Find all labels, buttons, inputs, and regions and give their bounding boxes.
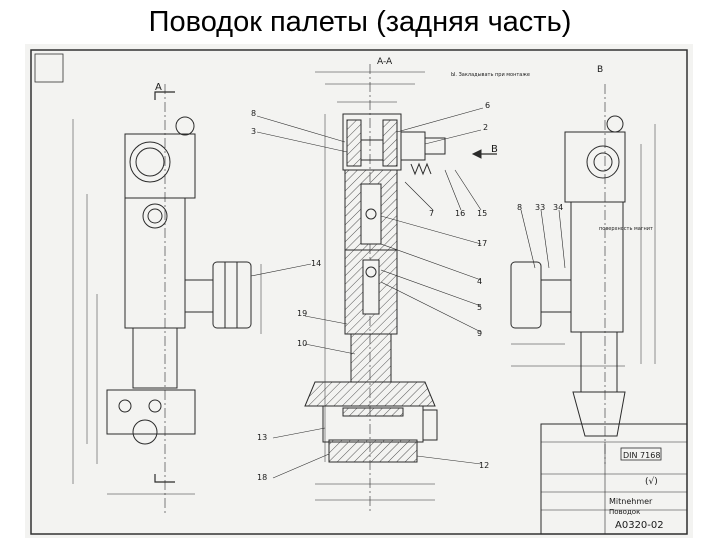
title-block xyxy=(540,423,688,535)
callout: 5 xyxy=(477,303,482,312)
callout: 12 xyxy=(479,461,489,470)
callout: 4 xyxy=(477,277,482,286)
callout: 9 xyxy=(477,329,482,338)
front-view-label: A xyxy=(155,82,162,93)
side-view-label: B xyxy=(597,65,603,75)
callout: 8 xyxy=(517,203,522,212)
callout: 16 xyxy=(455,209,465,218)
revision-box xyxy=(34,53,64,83)
callout: 34 xyxy=(553,203,563,212)
titleblock-name: Mitnehmer xyxy=(609,497,653,506)
titleblock-tolerance: (√) xyxy=(645,476,658,487)
callout: 7 xyxy=(429,209,434,218)
arrow-b-label: B xyxy=(491,144,498,155)
note-top: Ы. Закладывать при монтаже xyxy=(451,72,530,78)
callout: 8 xyxy=(251,109,256,118)
callout: 13 xyxy=(257,433,267,442)
engineering-drawing: A-A A B B Ы. Закладывать при монтаже пов… xyxy=(25,44,693,538)
side-view xyxy=(510,84,656,464)
leader-lines xyxy=(250,107,566,479)
titleblock-standard: DIN 7168 xyxy=(623,451,660,460)
section-view xyxy=(304,64,497,514)
callout: 19 xyxy=(297,309,307,318)
callout: 3 xyxy=(251,127,256,136)
callout: 6 xyxy=(485,101,490,110)
callout: 10 xyxy=(297,339,307,348)
note-side: поверхность магнит xyxy=(599,226,653,232)
callout: 15 xyxy=(477,209,487,218)
section-view-label: A-A xyxy=(377,57,393,67)
callout: 33 xyxy=(535,203,545,212)
titleblock-number: A0320-02 xyxy=(615,520,664,531)
callout: 2 xyxy=(483,123,488,132)
slide-title: Поводок палеты (задняя часть) xyxy=(148,6,572,38)
sheet-frame xyxy=(30,49,688,535)
front-view xyxy=(72,84,262,514)
callout: 17 xyxy=(477,239,487,248)
callout: 14 xyxy=(311,259,321,268)
drawing-canvas: A-A A B B Ы. Закладывать при монтаже пов… xyxy=(30,49,688,535)
titleblock-name-ru: Поводок xyxy=(609,508,640,516)
callout: 18 xyxy=(257,473,267,482)
